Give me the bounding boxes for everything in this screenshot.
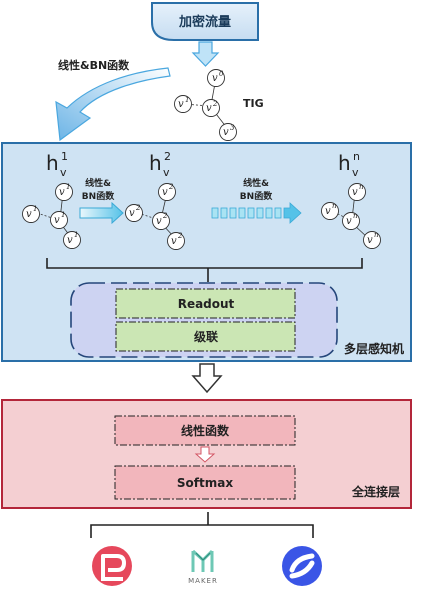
svg-text:2: 2 — [135, 204, 141, 212]
svg-text:n: n — [353, 150, 360, 163]
output-bracket — [90, 512, 314, 538]
svg-text:v: v — [206, 103, 212, 114]
svg-text:h: h — [46, 151, 59, 175]
svg-text:Readout: Readout — [178, 297, 235, 311]
layer-arrow-2 — [211, 202, 302, 224]
layer-heading-2: h v 2 — [149, 150, 171, 179]
svg-text:1: 1 — [66, 183, 70, 191]
svg-text:1: 1 — [61, 211, 65, 219]
svg-text:h: h — [338, 151, 351, 175]
svg-text:1: 1 — [33, 205, 37, 213]
tig-node-v2: v 2 — [202, 99, 220, 117]
layers-bracket — [46, 258, 363, 282]
svg-text:级联: 级联 — [194, 329, 218, 344]
svg-text:v: v — [162, 187, 168, 198]
svg-text:v: v — [67, 235, 73, 246]
svg-text:v: v — [60, 166, 67, 179]
svg-text:v: v — [59, 187, 65, 198]
big-curved-arrow — [55, 67, 171, 142]
maker-label: MAKER — [188, 577, 218, 585]
concat-box: 级联 — [115, 321, 296, 352]
svg-text:3: 3 — [230, 124, 235, 132]
svg-text:v: v — [367, 235, 373, 246]
linear-to-softmax-arrow — [194, 446, 216, 463]
linear-bn-top-label: 线性&BN函数 — [58, 58, 130, 72]
arrow2-label-line2: BN函数 — [240, 190, 273, 202]
readout-box: Readout — [115, 288, 296, 319]
fc-title: 全连接层 — [351, 484, 400, 499]
tig-node-v1: v 1 — [174, 95, 192, 113]
svg-text:线性函数: 线性函数 — [181, 423, 230, 438]
input-box: 加密流量 — [151, 2, 259, 41]
svg-text:v: v — [129, 208, 135, 219]
svg-text:v: v — [163, 166, 170, 179]
layer-heading-n: h v n — [338, 150, 360, 179]
svg-text:v: v — [156, 216, 162, 227]
svg-text:1: 1 — [61, 150, 68, 163]
svg-text:v: v — [352, 166, 359, 179]
input-label: 加密流量 — [178, 14, 231, 30]
mlp-title: 多层感知机 — [344, 341, 404, 356]
output-logo-maker: MAKER — [188, 549, 218, 585]
tig-label: TIG — [243, 97, 264, 110]
svg-text:h: h — [149, 151, 162, 175]
svg-text:n: n — [374, 231, 379, 239]
svg-text:v: v — [171, 236, 177, 247]
svg-text:2: 2 — [164, 150, 171, 163]
arrow1-label-line1: 线性& — [85, 177, 111, 189]
svg-text:0: 0 — [219, 70, 224, 78]
svg-text:2: 2 — [168, 183, 174, 191]
linear-function-box: 线性函数 — [114, 415, 296, 446]
svg-text:2: 2 — [162, 212, 168, 220]
tig-node-v3: v 3 — [219, 123, 237, 141]
svg-text:n: n — [359, 183, 364, 191]
svg-text:Softmax: Softmax — [177, 476, 233, 490]
mlp-to-fc-arrow — [191, 363, 223, 394]
svg-text:v: v — [346, 216, 352, 227]
svg-text:1: 1 — [74, 231, 78, 239]
svg-text:v: v — [178, 99, 184, 110]
tig-node-v0: v 0 — [207, 69, 225, 87]
svg-text:v: v — [54, 215, 60, 226]
arrow1-label-line2: BN函数 — [82, 190, 115, 202]
svg-text:v: v — [223, 127, 229, 138]
svg-text:v: v — [26, 209, 32, 220]
svg-text:2: 2 — [177, 232, 183, 240]
svg-text:2: 2 — [212, 100, 218, 108]
svg-text:v: v — [325, 206, 331, 217]
input-down-arrow — [191, 41, 220, 67]
tig-graph: v 0 v 1 v 2 v 3 TIG — [174, 69, 264, 141]
layer-arrow-1 — [79, 201, 124, 225]
layer-heading-1: h v 1 — [46, 150, 68, 179]
softmax-box: Softmax — [114, 465, 296, 500]
output-logo-blue — [282, 546, 322, 586]
svg-text:n: n — [332, 202, 337, 210]
svg-text:n: n — [353, 212, 358, 220]
svg-text:1: 1 — [185, 96, 189, 104]
svg-text:v: v — [352, 187, 358, 198]
svg-text:v: v — [212, 73, 218, 84]
output-logo-red — [92, 546, 132, 586]
arrow2-label-line1: 线性& — [243, 177, 269, 189]
